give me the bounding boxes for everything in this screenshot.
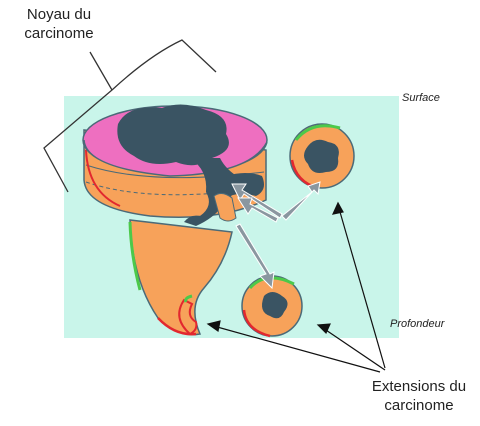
- label-surface: Surface: [402, 92, 440, 106]
- label-extensions: Extensions du carcinome: [360, 378, 478, 416]
- label-core: Noyau du carcinome: [4, 6, 114, 44]
- label-depth: Profondeur: [390, 318, 444, 332]
